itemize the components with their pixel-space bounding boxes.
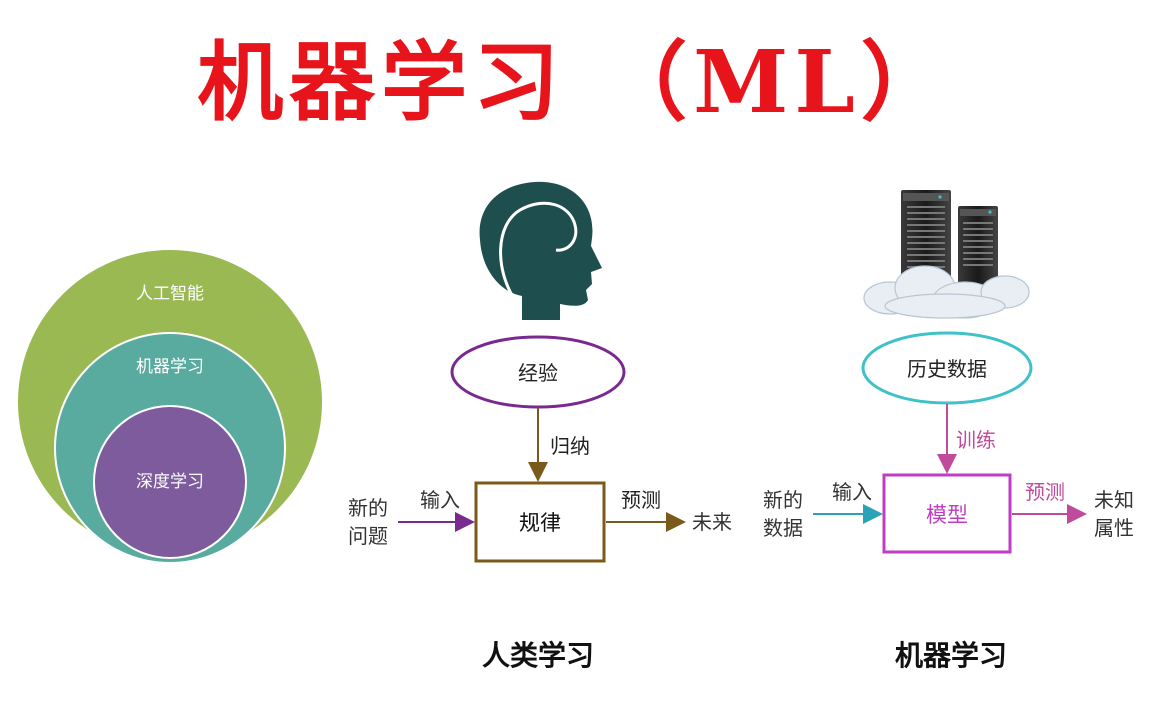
machine-output-line2: 属性 bbox=[1094, 516, 1134, 540]
human-learning-caption: 人类学习 bbox=[481, 639, 594, 672]
dl-circle bbox=[93, 405, 247, 559]
ai-label: 人工智能 bbox=[136, 284, 204, 304]
human-input-label: 输入 bbox=[420, 488, 460, 512]
experience-ellipse bbox=[450, 335, 626, 409]
server-cloud-icon bbox=[863, 190, 1030, 319]
induce-label: 归纳 bbox=[550, 434, 590, 458]
machine-learning-caption: 机器学习 bbox=[894, 639, 1007, 672]
rule-box bbox=[474, 481, 606, 563]
history-label: 历史数据 bbox=[907, 357, 987, 381]
machine-input-line1: 新的 bbox=[763, 488, 803, 512]
ai-hierarchy-circles: 人工智能 机器学习 深度学习 bbox=[18, 250, 322, 564]
machine-input-line2: 数据 bbox=[763, 516, 803, 540]
machine-input-label: 输入 bbox=[832, 480, 872, 504]
history-ellipse bbox=[861, 331, 1033, 405]
train-label: 训练 bbox=[956, 428, 996, 452]
human-input-line2: 问题 bbox=[348, 524, 388, 548]
model-label: 模型 bbox=[926, 503, 968, 527]
page-title: 机器学习 （ML） bbox=[197, 32, 953, 133]
rule-label: 规律 bbox=[519, 511, 561, 535]
experience-label: 经验 bbox=[518, 361, 558, 385]
human-output-label: 未来 bbox=[692, 510, 732, 534]
human-input-line1: 新的 bbox=[348, 496, 388, 520]
dl-label: 深度学习 bbox=[136, 472, 204, 492]
machine-predict-label: 预测 bbox=[1025, 480, 1065, 504]
ml-label: 机器学习 bbox=[136, 357, 204, 377]
model-box bbox=[882, 473, 1012, 554]
machine-output-line1: 未知 bbox=[1094, 488, 1134, 512]
human-predict-label: 预测 bbox=[621, 488, 661, 512]
human-head-icon bbox=[479, 181, 602, 320]
